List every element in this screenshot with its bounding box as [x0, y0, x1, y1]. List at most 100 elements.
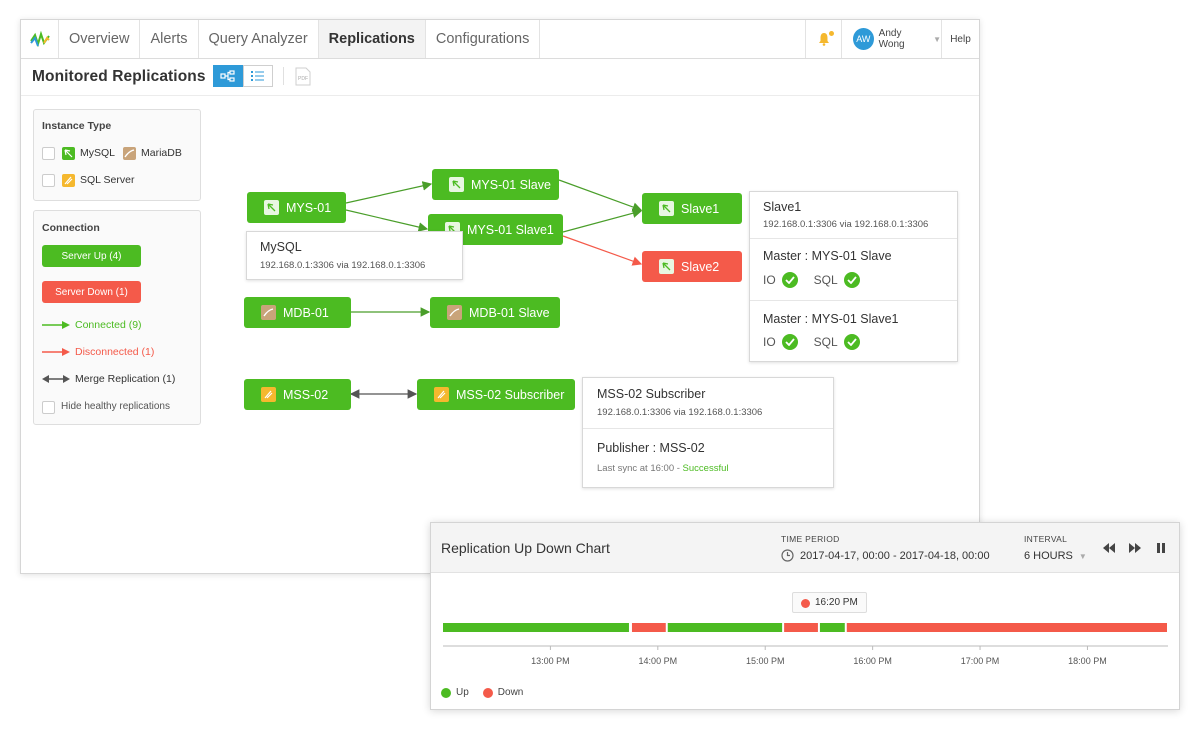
- io-label: IO: [763, 335, 776, 349]
- legend-down-label: Down: [497, 687, 524, 698]
- time-marker: 16:20 PM: [792, 592, 867, 613]
- connected-arrow-icon: [42, 321, 70, 329]
- list-view-button[interactable]: [243, 65, 273, 87]
- node-label: MDB-01 Slave: [469, 305, 550, 320]
- node-label: MSS-02 Subscriber: [456, 387, 565, 402]
- tab-alerts[interactable]: Alerts: [140, 20, 199, 58]
- replication-diagram: [345, 179, 643, 399]
- timeline-tick-label: 15:00 PM: [746, 656, 785, 666]
- timeline-tick-label: 17:00 PM: [961, 656, 1000, 666]
- node-mdb-01[interactable]: MDB-01: [244, 297, 351, 328]
- mysql-icon: [264, 200, 279, 215]
- server-up-filter[interactable]: Server Up (4): [42, 245, 141, 267]
- pdf-export-icon[interactable]: PDF: [295, 67, 311, 91]
- pause-icon[interactable]: [1155, 542, 1167, 554]
- clock-icon: [781, 549, 794, 562]
- merge-arrow-icon: [42, 375, 70, 383]
- tab-query-analyzer[interactable]: Query Analyzer: [199, 20, 319, 58]
- fast-forward-icon[interactable]: [1128, 542, 1142, 554]
- node-slave2[interactable]: Slave2: [642, 251, 742, 282]
- legend-up-label: Up: [456, 687, 469, 698]
- time-period-label: TIME PERIOD: [781, 534, 840, 544]
- timeline-segment-up[interactable]: [667, 623, 783, 632]
- mysql-icon: [449, 177, 464, 192]
- check-icon: [781, 334, 798, 350]
- connection-panel: Connection Server Up (4) Server Down (1)…: [33, 210, 201, 425]
- node-mdb-01-slave[interactable]: MDB-01 Slave: [430, 297, 560, 328]
- instance-type-panel: Instance Type MySQL MariaDB SQL Server: [33, 109, 201, 201]
- link-slave1-to-slave1: [562, 208, 643, 233]
- app-window: Overview Alerts Query Analyzer Replicati…: [20, 19, 980, 574]
- link-slave-to-slave1: [558, 179, 643, 212]
- node-mss-02-subscriber[interactable]: MSS-02 Subscriber: [417, 379, 575, 410]
- node-label: MYS-01 Slave: [471, 177, 551, 192]
- sql-server-icon: [434, 387, 449, 402]
- chevron-down-icon: ▼: [933, 34, 941, 44]
- node-label: MSS-02: [283, 387, 329, 402]
- rewind-icon[interactable]: [1102, 542, 1116, 554]
- marker-label: 16:20 PM: [815, 597, 858, 608]
- tab-overview[interactable]: Overview: [59, 20, 141, 58]
- sql-server-label: SQL Server: [80, 174, 135, 186]
- hide-healthy-label: Hide healthy replications: [61, 401, 170, 412]
- notification-dot-icon: [829, 31, 834, 36]
- timeline-tick-label: 14:00 PM: [639, 656, 678, 666]
- chevron-down-icon: ▼: [1078, 552, 1087, 561]
- notification-bell-icon[interactable]: [805, 20, 841, 58]
- mariadb-icon: [447, 305, 462, 320]
- mss-card-title: MSS-02 Subscriber: [597, 387, 706, 401]
- disconnected-label[interactable]: Disconnected (1): [75, 346, 155, 358]
- publisher-label: Publisher : MSS-02: [597, 441, 705, 455]
- sql-server-icon: [62, 174, 75, 187]
- interval-select[interactable]: 6 HOURS▼: [1024, 550, 1087, 562]
- timeline-segment-down[interactable]: [631, 623, 666, 632]
- timeline-segment-up[interactable]: [443, 623, 629, 632]
- connection-title: Connection: [42, 222, 100, 234]
- connected-label[interactable]: Connected (9): [75, 319, 142, 331]
- sql-server-checkbox[interactable]: [42, 174, 55, 187]
- user-menu[interactable]: AW Andy Wong ▼: [841, 20, 941, 58]
- app-logo-icon[interactable]: [21, 20, 59, 58]
- timeline-tick-label: 16:00 PM: [853, 656, 892, 666]
- diagram-icon: [220, 70, 235, 82]
- mysql-checkbox[interactable]: [42, 147, 55, 160]
- avatar: AW: [853, 28, 874, 50]
- up-down-chart-panel: Replication Up Down Chart TIME PERIOD 20…: [430, 522, 1180, 710]
- chart-header: Replication Up Down Chart TIME PERIOD 20…: [431, 523, 1179, 573]
- timeline-segment-down[interactable]: [784, 623, 818, 632]
- link-mys01-to-slave: [345, 181, 433, 204]
- disconnected-arrow-icon: [42, 348, 70, 356]
- hide-healthy-checkbox[interactable]: [42, 401, 55, 414]
- page-header: Monitored Replications PDF: [21, 60, 979, 96]
- tab-replications[interactable]: Replications: [318, 20, 426, 58]
- sync-status: Successful: [682, 463, 729, 474]
- node-mys-01-slave[interactable]: MYS-01 Slave: [432, 169, 559, 200]
- node-label: MYS-01 Slave1: [467, 222, 554, 237]
- tooltip-title: MySQL: [260, 240, 302, 254]
- node-label: Slave1: [681, 201, 720, 216]
- page-title: Monitored Replications: [32, 68, 206, 85]
- tab-configurations[interactable]: Configurations: [426, 20, 541, 58]
- tooltip-address: 192.168.0.1:3306 via 192.168.0.1:3306: [260, 260, 426, 271]
- marker-dot-icon: [801, 599, 810, 608]
- help-link[interactable]: Help: [941, 20, 979, 58]
- link-slave1-to-slave2: [562, 235, 643, 266]
- instance-type-title: Instance Type: [42, 120, 112, 132]
- timeline-segment-down[interactable]: [846, 623, 1167, 632]
- node-mys-01[interactable]: MYS-01: [247, 192, 346, 223]
- mariadb-icon: [261, 305, 276, 320]
- master1-label: Master : MYS-01 Slave: [763, 249, 892, 263]
- mysql-icon: [659, 201, 674, 216]
- timeline-segment-up[interactable]: [819, 623, 845, 632]
- mss-card-address: 192.168.0.1:3306 via 192.168.0.1:3306: [597, 407, 763, 418]
- server-down-filter[interactable]: Server Down (1): [42, 281, 141, 303]
- node-slave1[interactable]: Slave1: [642, 193, 742, 224]
- diagram-view-button[interactable]: [213, 65, 243, 87]
- node-mss-02[interactable]: MSS-02: [244, 379, 351, 410]
- time-period-value[interactable]: 2017-04-17, 00:00 - 2017-04-18, 00:00: [800, 550, 990, 562]
- merge-replication-label[interactable]: Merge Replication (1): [75, 373, 176, 385]
- master2-label: Master : MYS-01 Slave1: [763, 312, 899, 326]
- interval-label: INTERVAL: [1024, 534, 1068, 544]
- io-label: IO: [763, 273, 776, 287]
- sql-server-icon: [261, 387, 276, 402]
